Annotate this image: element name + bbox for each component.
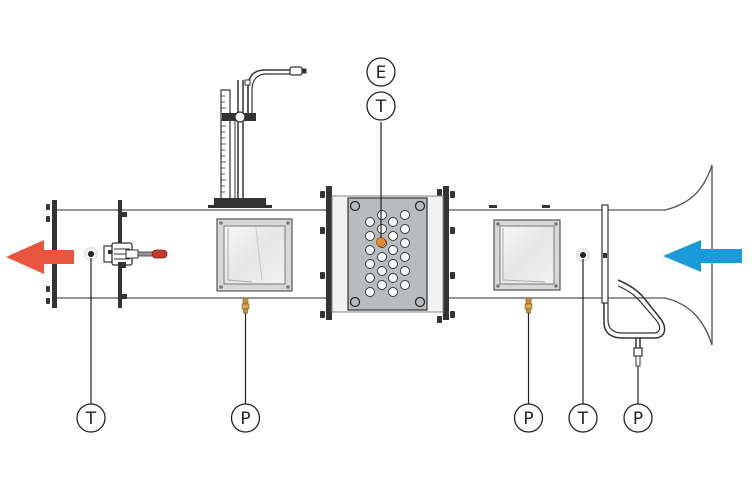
label-t-top: T — [366, 91, 396, 121]
pressure-tap-left — [241, 297, 250, 314]
window-left — [216, 218, 293, 292]
svg-text:T: T — [577, 409, 589, 429]
svg-text:P: P — [633, 409, 643, 429]
label-p-right: P — [623, 403, 653, 433]
window-right — [489, 205, 561, 291]
inlet-arrow-icon — [663, 240, 742, 272]
svg-text:E: E — [376, 63, 387, 83]
pitot-tube-right — [601, 204, 666, 367]
svg-text:T: T — [375, 97, 387, 117]
label-p-left: P — [230, 403, 261, 433]
probe-traverse-stand — [208, 66, 307, 208]
label-t-right: T — [568, 403, 598, 433]
svg-text:P: P — [523, 409, 533, 429]
label-t-left: T — [76, 403, 106, 433]
outlet-arrow-icon — [6, 240, 74, 274]
temp-sensor-left — [84, 247, 98, 261]
test-section-flange-right — [437, 186, 455, 323]
perforated-test-plate — [331, 195, 444, 313]
label-e-top: E — [366, 57, 396, 87]
test-section-flange-left — [320, 186, 332, 320]
label-p-mid: P — [513, 403, 544, 433]
valve-clamp — [103, 242, 168, 268]
pressure-tap-mid — [524, 297, 533, 314]
svg-text:T: T — [85, 409, 97, 429]
svg-text:P: P — [240, 409, 250, 429]
leader-lines — [90, 122, 639, 406]
